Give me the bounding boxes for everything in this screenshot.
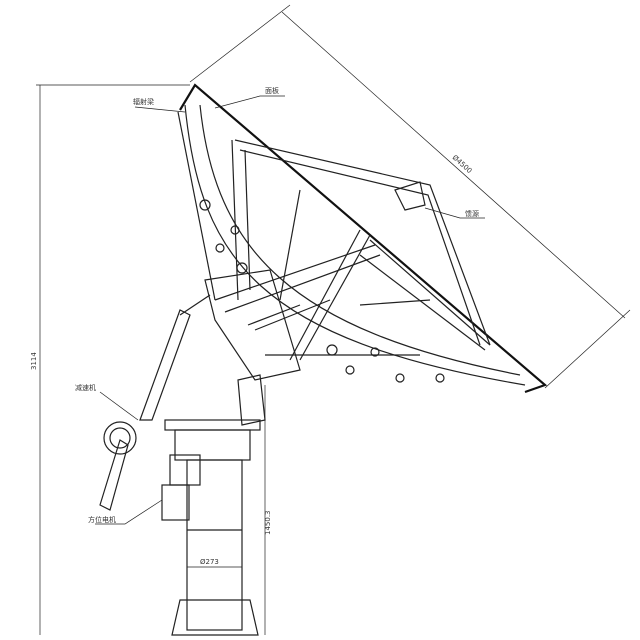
dish-diameter-text: Ø4500 xyxy=(451,154,474,176)
total-height-dimension: 3114 xyxy=(30,84,190,635)
pedestal-height-text: 1450.3 xyxy=(264,511,272,536)
feed-label: 馈源 xyxy=(465,209,479,218)
callouts: 辐射梁 面板 馈源 减速机 方位电机 xyxy=(75,86,485,525)
total-height-text: 3114 xyxy=(30,352,38,370)
elevation-bracket xyxy=(99,269,301,511)
pedestal xyxy=(161,419,261,636)
feed-horn xyxy=(394,181,426,211)
dish-reflector xyxy=(177,83,548,394)
reducer-label: 减速机 xyxy=(75,383,96,392)
azimuth-motor xyxy=(161,484,190,521)
pedestal-diameter-text: Ø273 xyxy=(200,558,219,566)
azimuth-motor-label: 方位电机 xyxy=(88,515,116,524)
panel-label: 面板 xyxy=(265,86,279,95)
feed-beam-label: 辐射梁 xyxy=(133,97,154,106)
dish-diameter-dimension: Ø4500 xyxy=(189,4,631,389)
pedestal-dimensions: 1450.3 Ø273 xyxy=(187,385,272,635)
